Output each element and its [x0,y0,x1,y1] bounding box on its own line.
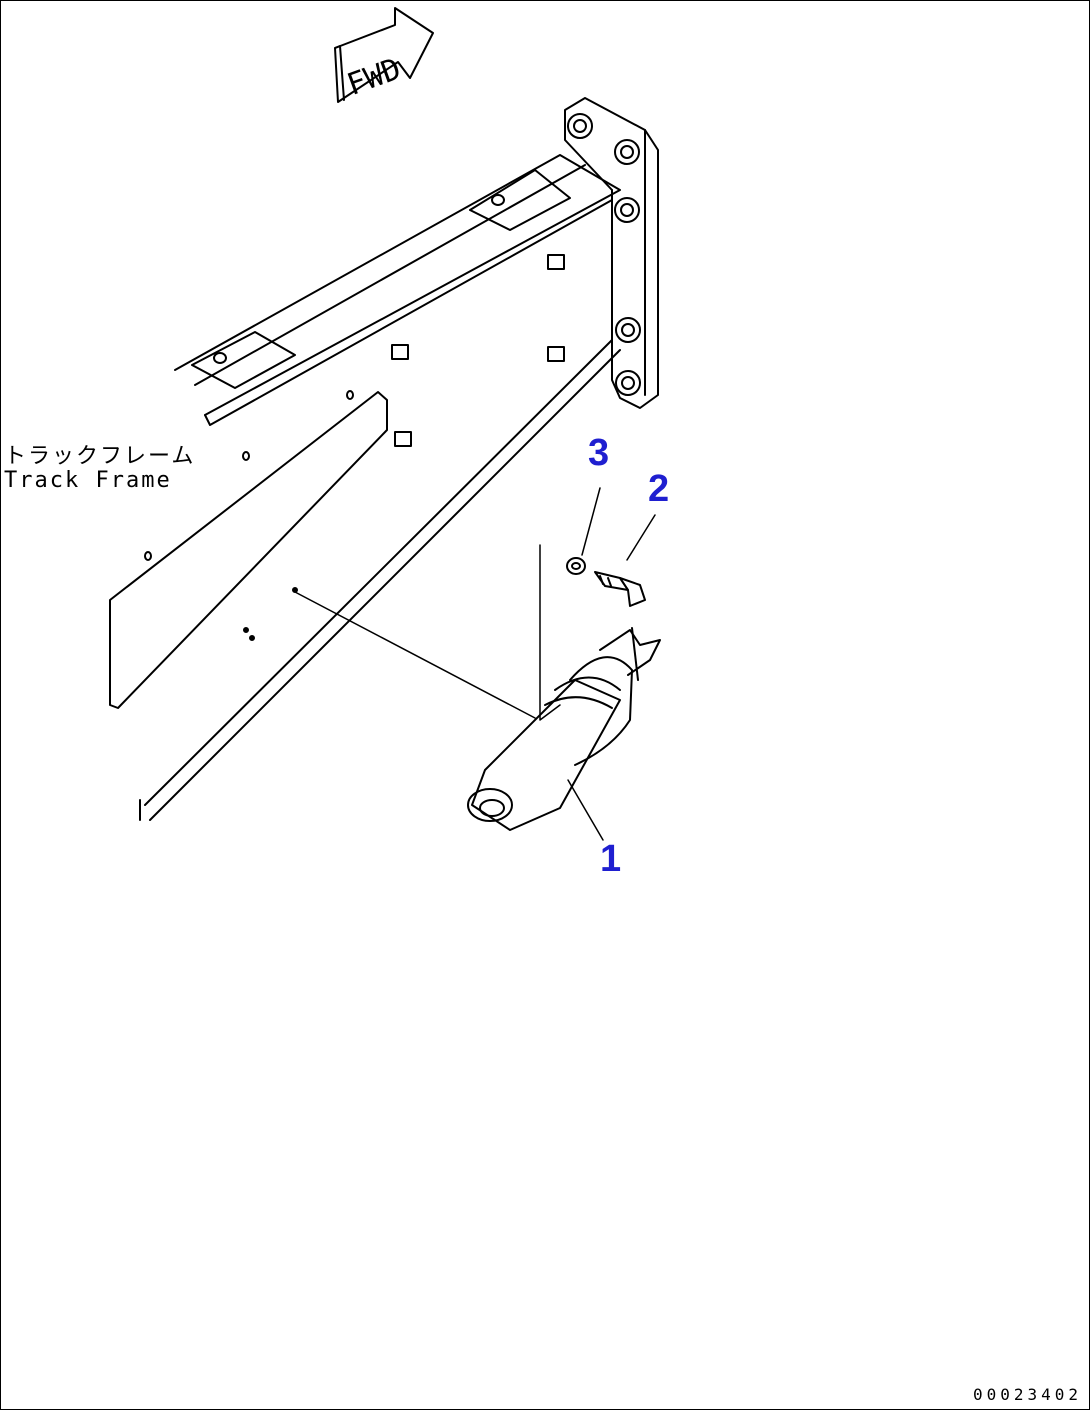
guard-plate [109,390,388,709]
track-frame-label-jp: トラックフレーム [4,444,196,469]
callout-2[interactable]: 2 [648,468,670,510]
bolt-part-2 [594,571,646,607]
track-frame-label-en: Track Frame [4,468,172,493]
flange-nuts [567,113,641,396]
washer-part-3 [566,557,586,575]
fwd-arrow-icon: FWD [334,7,434,103]
install-line [294,591,536,719]
track-frame [139,97,659,821]
callout-3[interactable]: 3 [588,432,610,474]
fwd-label: FWD [343,52,406,103]
drawing-number: 00023402 [972,1385,1082,1404]
callout-1[interactable]: 1 [600,838,622,880]
canister-part-1 [467,627,661,831]
